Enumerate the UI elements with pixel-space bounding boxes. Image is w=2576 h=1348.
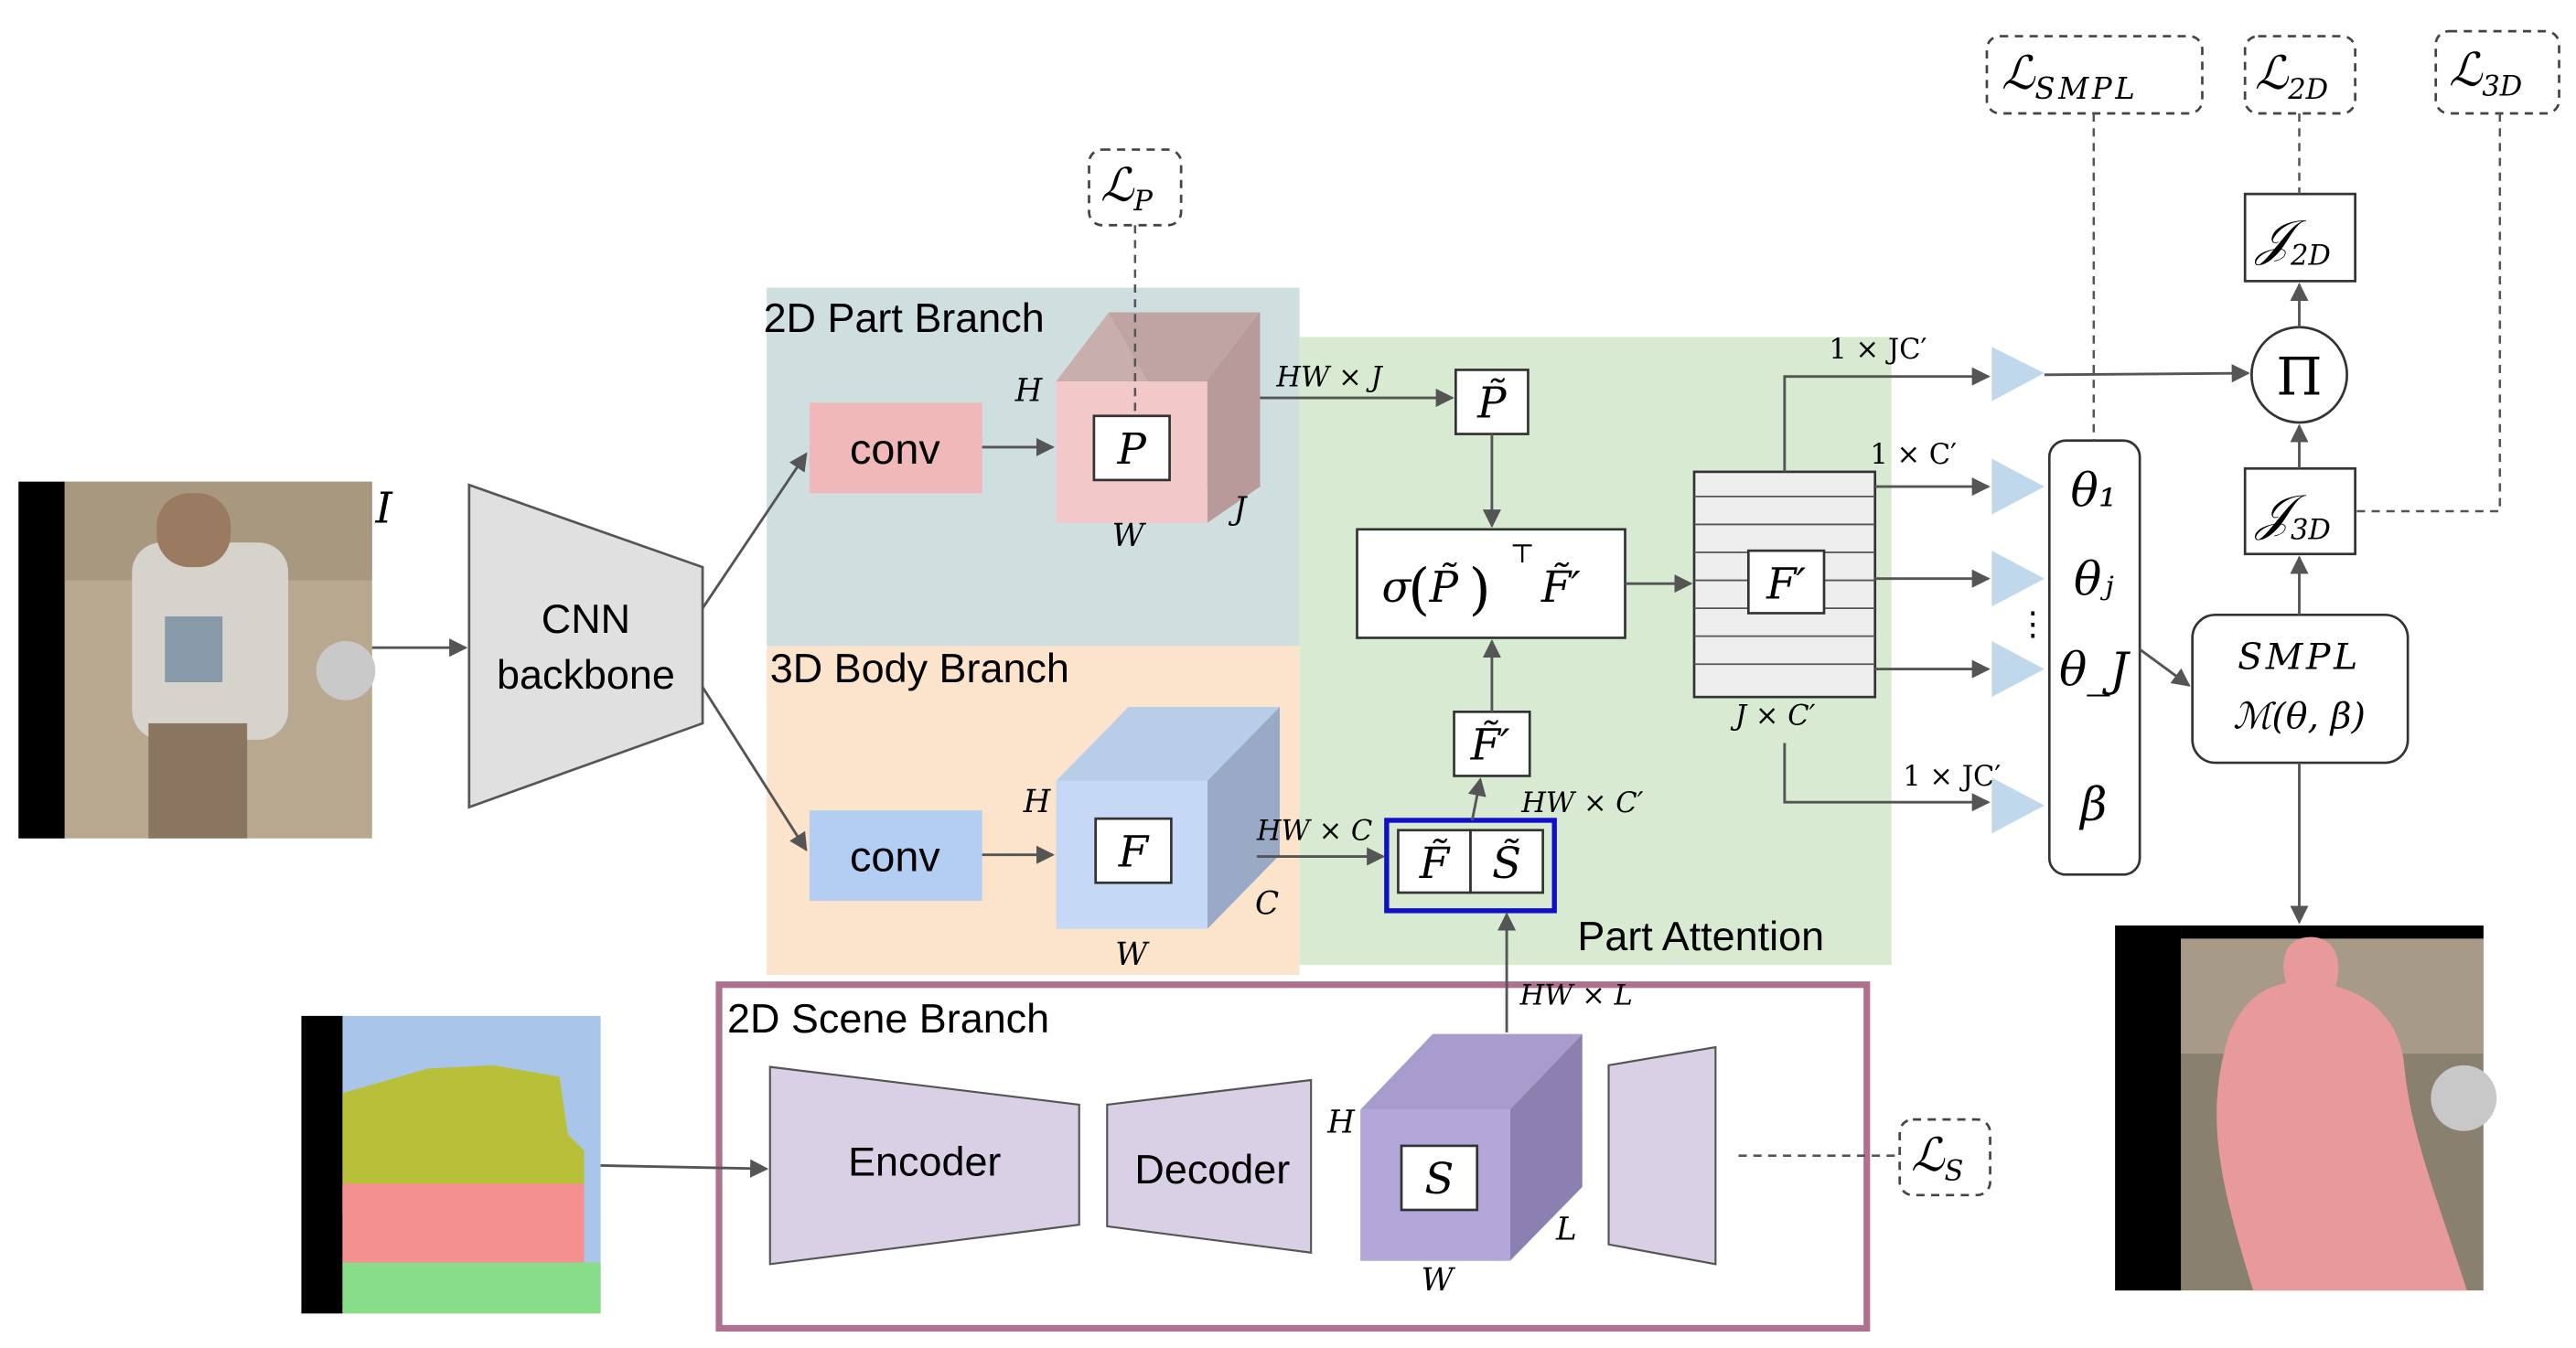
concat-highlight [1384,818,1557,914]
loss-2d-label: ℒ2D [2255,46,2328,106]
conv-body-box [809,810,982,902]
head-triangle-thetaJ [1991,641,2045,698]
loss-3d-box [2434,29,2560,115]
scene-feature-cube [1360,1033,1583,1261]
input-label: I [374,485,393,534]
body-cube-label-box [1094,817,1173,884]
conv-part-box [809,402,982,494]
scene-segmentation-image [301,1015,601,1314]
output-mesh-image [2115,925,2497,1291]
encoder-label: Encoder [848,1138,1001,1184]
j2d-box [2243,192,2356,283]
edge-label-hw-c: HW × C [1256,816,1372,848]
part-cube-label-box [1092,414,1171,482]
loss-smpl-label: ℒSMPL [2002,46,2138,106]
param-beta: β [2078,777,2107,831]
part-cube-w: W [1112,518,1147,554]
body-feature-cube [1056,706,1281,929]
p-tilde-label: P̃ [1476,378,1508,429]
attention-sigma: σ [1381,563,1411,613]
scene-branch-frame [715,981,1871,1332]
edge-label-one-jcprime-top: 1 × JC′ [1829,334,1927,366]
head-triangle-theta1 [1991,458,2045,515]
body-cube-d: C [1255,885,1279,922]
edge-label-hw-j: HW × J [1275,361,1383,393]
attention-formula-box [1356,528,1626,639]
concat-s-label: S̃ [1492,838,1521,889]
head-triangle-thetaj [1991,551,2045,607]
param-thetaj: θⱼ [2074,552,2114,606]
scene-cube-d: L [1555,1211,1577,1247]
body-branch-title: 3D Body Branch [770,645,1069,691]
loss-2d-box [2243,35,2356,115]
body-cube-letter: F [1118,828,1150,877]
f-prime-label: F′ [1766,560,1806,609]
scene-cube-w: W [1422,1262,1456,1299]
attention-transpose: ⊤ [1510,538,1535,569]
decoder-block [1106,1078,1313,1254]
loss-s-label: ℒS [1911,1128,1963,1188]
edge-label-hw-l: HW × L [1519,979,1632,1011]
f-prime-box [1746,549,1826,615]
edge-label-one-jcprime-bottom: 1 × JC′ [1903,761,2001,793]
backbone-label-line2: backbone [497,651,675,698]
loss-s-box [1898,1118,1991,1197]
backbone-label-line1: CNN [542,595,630,642]
conv-body-label: conv [850,833,940,881]
attention-rparen: ) [1469,557,1491,622]
part-cube-h: H [1014,373,1044,410]
encoder-block [768,1065,1080,1266]
concat-s-box [1469,829,1544,894]
part-cube-d: J [1229,491,1249,528]
scene-branch-title: 2D Scene Branch [727,995,1049,1042]
loss-3d-label: ℒ3D [2449,42,2522,102]
attention-p: P̃ [1429,562,1460,613]
cnn-backbone [467,483,704,809]
conv-part-label: conv [850,425,940,473]
loss-p-label: ℒP [1100,157,1153,218]
input-image [18,481,376,839]
projection-label: Π [2276,346,2322,407]
edge-label-hw-cprime: HW × C′ [1520,787,1643,819]
loss-p-box [1088,148,1183,227]
f-tilde-prime-box [1453,710,1531,777]
part-cube-letter: P [1117,425,1148,475]
edge-label-one-cprime: 1 × C′ [1870,439,1957,471]
attention-lparen: ( [1408,557,1430,622]
scene-output-block [1607,1045,1717,1266]
scene-cube-h: H [1326,1105,1356,1141]
part-attention-title: Part Attention [1577,913,1824,959]
param-thetaJ: θ_J [2059,643,2131,697]
part-branch-title: 2D Part Branch [764,294,1045,341]
body-cube-h: H [1023,784,1052,820]
edge-label-j-cprime: J × C′ [1730,701,1816,733]
concat-f-label: F̃ [1419,838,1451,889]
decoder-label: Decoder [1134,1146,1290,1193]
scene-cube-letter: S [1424,1155,1454,1204]
smpl-label-line1: SMPL [2238,637,2361,679]
attention-f: F̃′ [1540,562,1581,613]
head-triangle-beta [1991,777,2045,834]
arrows [371,282,2309,1178]
head-triangle-top [1991,347,2045,401]
loss-links [1133,113,2502,1157]
j3d-box [2243,466,2356,556]
body-cube-w: W [1115,936,1150,973]
scene-cube-label-box [1400,1144,1479,1212]
smpl-label-line2: ℳ(θ, β) [2233,695,2366,737]
param-theta1: θ₁ [2071,464,2117,518]
param-vdots: ⋮ [2016,605,2049,643]
f-tilde-prime-label: F̃′ [1470,720,1510,771]
p-tilde-box [1454,369,1530,435]
